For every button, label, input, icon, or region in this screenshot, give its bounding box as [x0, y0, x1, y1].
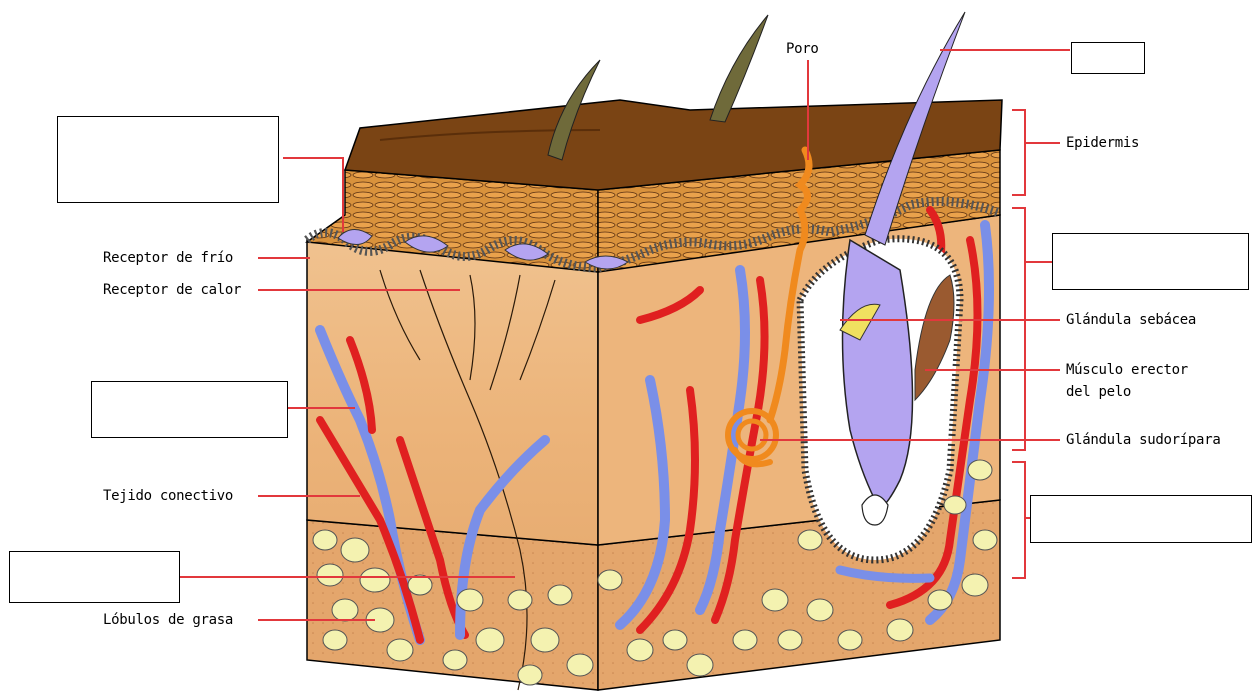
label-lobulos-grasa: Lóbulos de grasa	[103, 611, 233, 629]
label-receptor-frio: Receptor de frío	[103, 249, 233, 267]
label-glandula-sebacea: Glándula sebácea	[1066, 311, 1196, 329]
answer-box-dermis-right[interactable]	[1052, 233, 1249, 290]
answer-box-mid-left[interactable]	[91, 381, 288, 438]
answer-box-top-right[interactable]	[1071, 42, 1145, 74]
label-tejido-conectivo: Tejido conectivo	[103, 487, 233, 505]
label-musculo-erector: Músculo erector	[1066, 361, 1188, 379]
label-epidermis: Epidermis	[1066, 134, 1139, 152]
hair-follicle	[800, 239, 960, 560]
label-receptor-calor: Receptor de calor	[103, 281, 241, 299]
answer-box-bottom-left[interactable]	[9, 551, 180, 603]
answer-box-top-left[interactable]	[57, 116, 279, 203]
answer-box-hypodermis-right[interactable]	[1030, 495, 1252, 543]
label-poro: Poro	[786, 40, 819, 58]
label-glandula-sudoripara: Glándula sudorípara	[1066, 431, 1220, 449]
label-musculo-erector-line2: del pelo	[1066, 383, 1131, 401]
